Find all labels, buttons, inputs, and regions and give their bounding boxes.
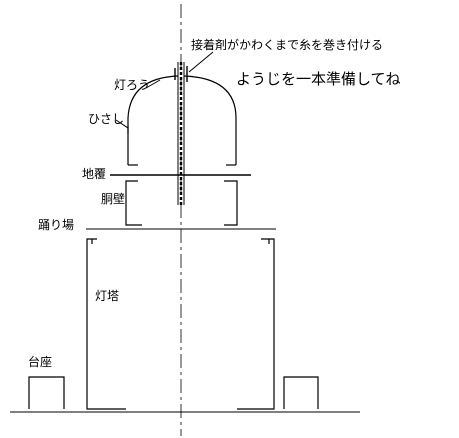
lantern-leader bbox=[145, 79, 161, 89]
toothpick-label: ようじを一本準備してね bbox=[236, 70, 401, 88]
lantern-dome-right bbox=[183, 75, 237, 165]
hood-label: ひさし bbox=[88, 112, 125, 126]
landing-label: 踊り場 bbox=[38, 218, 75, 232]
tower-left bbox=[86, 238, 126, 410]
lantern-label: 灯ろう bbox=[114, 78, 151, 92]
base-label: 台座 bbox=[28, 355, 53, 369]
hood-leader bbox=[115, 119, 129, 129]
note-label: 接着剤がかわくまで糸を巻き付ける bbox=[191, 38, 384, 52]
shaft-wall-label: 胴壁 bbox=[101, 192, 126, 206]
lantern-dome bbox=[127, 75, 179, 165]
ground-cover-label: 地覆 bbox=[82, 167, 107, 181]
note-leader-line bbox=[188, 51, 214, 73]
shaft-wall-left bbox=[125, 180, 142, 226]
shaft-wall-right bbox=[224, 180, 238, 226]
tower-label: 灯塔 bbox=[95, 289, 120, 303]
base-right bbox=[283, 376, 319, 409]
tower-right bbox=[237, 238, 275, 410]
base-left bbox=[28, 376, 65, 409]
